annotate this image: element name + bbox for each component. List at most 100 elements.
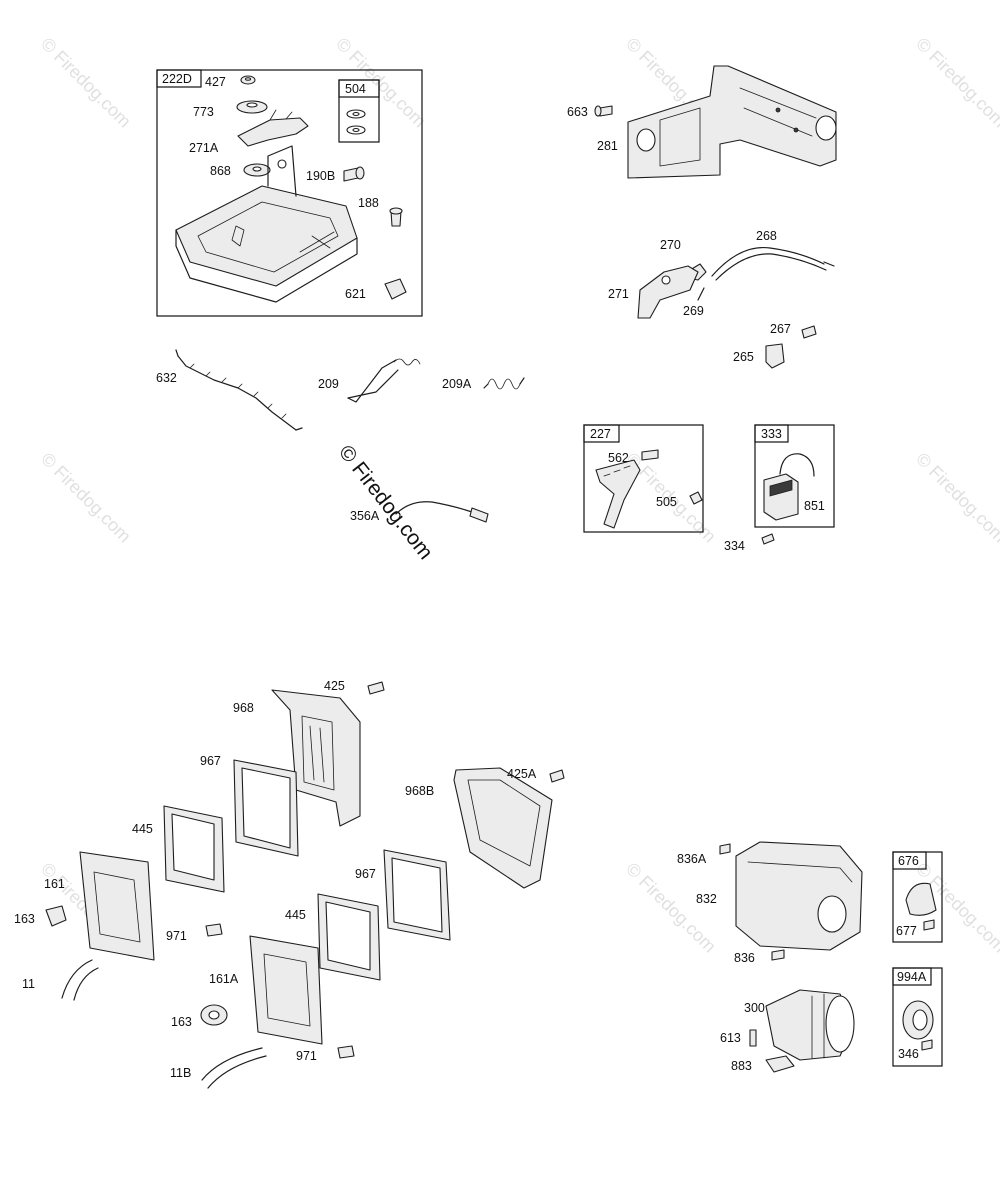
- lever-detail-lines: [269, 109, 293, 121]
- part-label: 613: [720, 1031, 741, 1045]
- control-lever-part: [237, 117, 309, 147]
- part-label: 425: [324, 679, 345, 693]
- screw-part: [205, 923, 223, 937]
- part-label: 868: [210, 164, 231, 178]
- part-label: 832: [696, 892, 717, 906]
- box-504-label: 504: [345, 82, 366, 96]
- box-333-label: 333: [761, 427, 782, 441]
- spring-washer-hole: [246, 102, 258, 108]
- gasket-hole: [208, 1010, 220, 1020]
- box-994A-label: 994A: [897, 970, 927, 984]
- bracket-hole: [815, 115, 837, 141]
- screw-part: [801, 325, 817, 339]
- bracket-slot-region: [659, 107, 701, 167]
- box-676-group: 676 677: [892, 851, 943, 943]
- part-label: 163: [171, 1015, 192, 1029]
- part-label: 836A: [677, 852, 707, 866]
- deflector-opening: [912, 1009, 928, 1031]
- bracket-upright-tab: [267, 145, 297, 197]
- part-label: 270: [660, 238, 681, 252]
- link-hooks: [175, 349, 303, 431]
- screw-part: [761, 533, 775, 545]
- box-676-tab: [892, 851, 927, 870]
- part-label: 188: [358, 196, 379, 210]
- part-label: 883: [731, 1059, 752, 1073]
- air-cleaner-base-part: [79, 851, 155, 961]
- part-label: 851: [804, 499, 825, 513]
- pre-cleaner-inner: [391, 857, 443, 933]
- bracket-slots: [603, 465, 631, 477]
- screw-part: [923, 919, 935, 931]
- part-label: 161: [44, 877, 65, 891]
- watermark-text: © Firedog.com: [37, 449, 135, 547]
- armature-core: [769, 479, 793, 497]
- nut-part: [689, 491, 703, 505]
- mounting-bracket-group: 663 281: [567, 65, 837, 179]
- bracket-ribs: [739, 87, 817, 137]
- part-label: 190B: [306, 169, 335, 183]
- part-label: 11: [22, 977, 35, 991]
- pre-cleaner-inner: [241, 767, 291, 849]
- bracket-inner-edge: [197, 201, 339, 273]
- bracket-hole: [277, 159, 287, 169]
- throttle-lever-part: [637, 265, 699, 319]
- part-label: 300: [744, 1001, 765, 1015]
- part-label: 967: [355, 867, 376, 881]
- part-label: 267: [770, 322, 791, 336]
- part-label: 209A: [442, 377, 472, 391]
- breather-tube-part: [201, 1047, 263, 1081]
- governor-link-part: [177, 355, 297, 431]
- lever-hole: [661, 275, 671, 285]
- watermark-text: © Firedog.com: [912, 449, 1000, 547]
- box-994A-tab: [892, 967, 932, 986]
- box-227-tab: [583, 424, 620, 443]
- filter-inner: [171, 813, 215, 881]
- part-label: 209: [318, 377, 339, 391]
- watermark-text: © Firedog.com: [37, 34, 135, 132]
- part-label: 271A: [189, 141, 219, 155]
- screw-part: [921, 1039, 933, 1051]
- screw-part: [337, 1045, 355, 1059]
- washer-hole: [252, 166, 262, 172]
- screw-part: [549, 769, 565, 783]
- part-label: 161A: [209, 972, 239, 986]
- link-coils: [189, 363, 287, 419]
- screw-head: [355, 166, 365, 180]
- throttle-cable-part: [715, 253, 827, 281]
- part-label: 271: [608, 287, 629, 301]
- box-333-tab: [754, 424, 789, 443]
- part-label: 445: [132, 822, 153, 836]
- box-676-label: 676: [898, 854, 919, 868]
- part-label: 346: [898, 1047, 919, 1061]
- air-cleaner-base-part: [249, 935, 323, 1045]
- part-label: 445: [285, 908, 306, 922]
- air-cleaner-group: 425 968 967 445 161 163 971 11 968B 425A: [14, 679, 565, 1089]
- part-label: 663: [567, 105, 588, 119]
- part-label: 562: [608, 451, 629, 465]
- cover-recess: [467, 779, 541, 867]
- part-label: 968B: [405, 784, 434, 798]
- ground-wire-part: [395, 501, 473, 515]
- bracket-hole: [636, 128, 656, 152]
- air-cleaner-cover-part: [271, 689, 361, 827]
- washer-hole: [352, 127, 360, 133]
- part-label: 968: [233, 701, 254, 715]
- cover-recess: [301, 715, 335, 791]
- cover-ribs: [309, 725, 325, 783]
- part-label: 281: [597, 139, 618, 153]
- cable-ends: [697, 261, 835, 301]
- air-cleaner-cover-part: [453, 767, 553, 889]
- base-inner: [263, 953, 311, 1027]
- breather-tube-part: [207, 1055, 267, 1089]
- filter-inner: [325, 901, 371, 971]
- muffler-guard-part: [735, 841, 863, 951]
- breather-tube-part: [73, 967, 99, 1001]
- screw-head: [389, 207, 403, 215]
- guard-opening: [817, 895, 847, 933]
- bracket-rivet: [793, 127, 799, 133]
- part-label: 265: [733, 350, 754, 364]
- wire-terminal: [469, 507, 489, 523]
- box-222D-label: 222D: [162, 72, 192, 86]
- control-bracket-group: 222D 504 427 773: [156, 69, 423, 317]
